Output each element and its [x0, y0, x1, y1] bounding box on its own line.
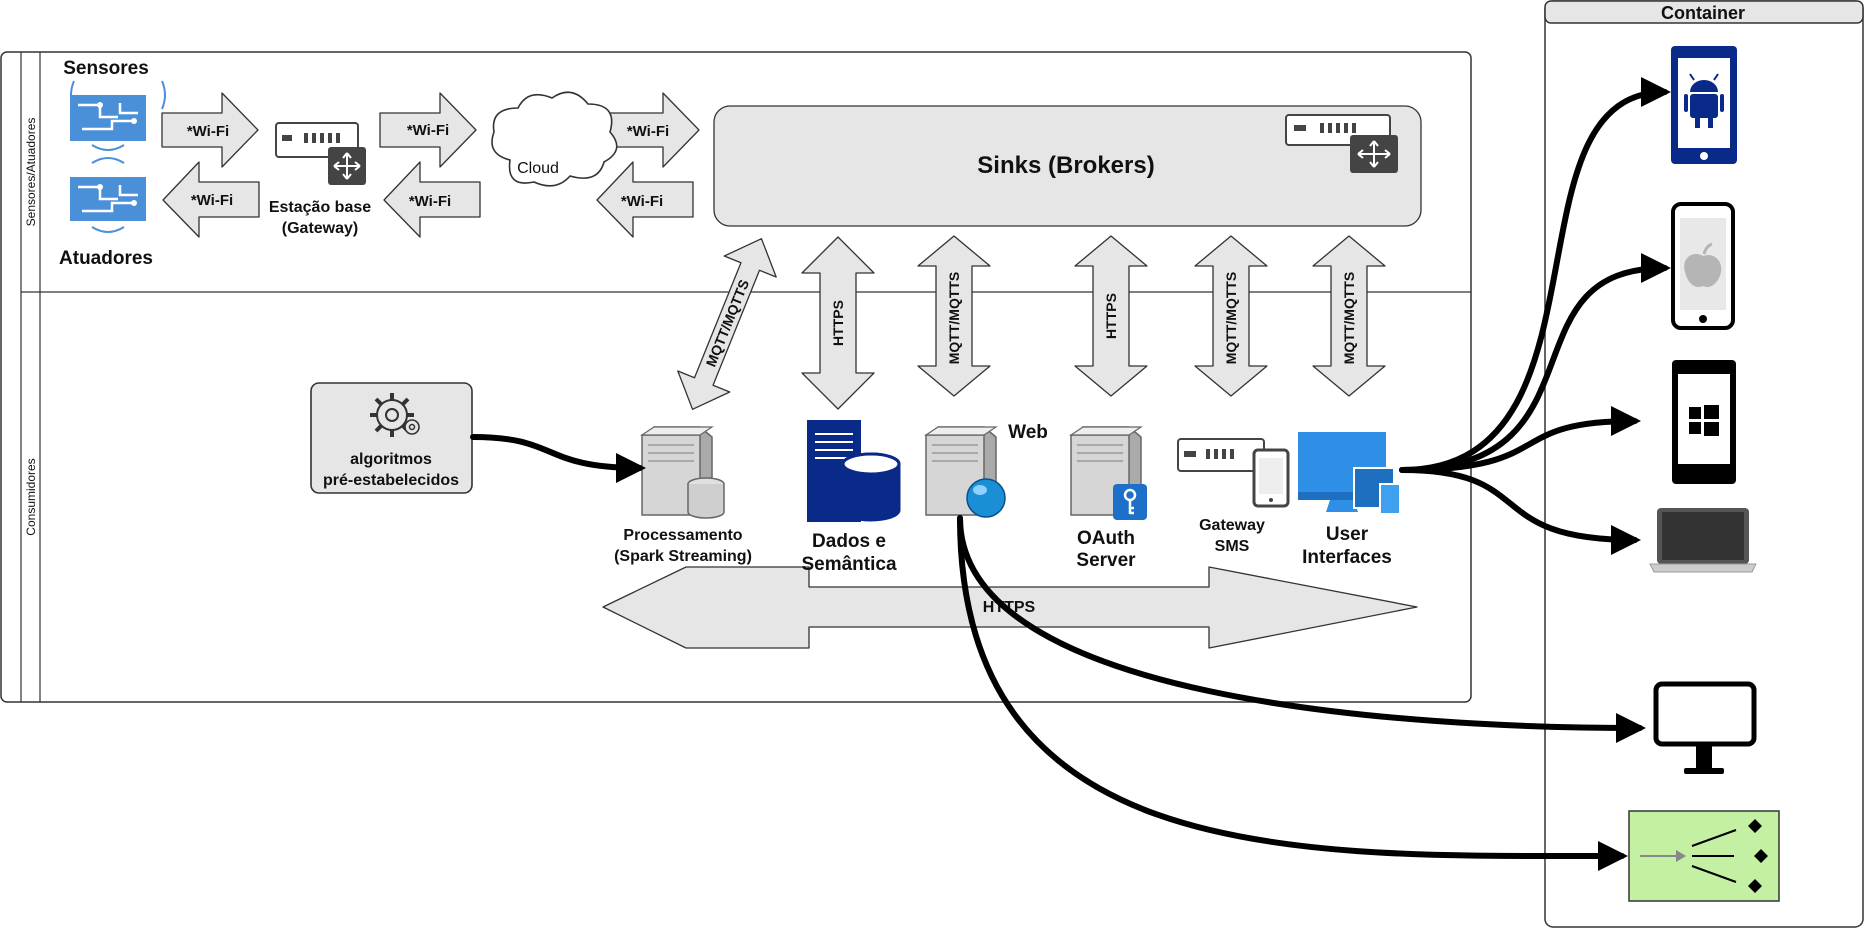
wifi-arrow	[383, 161, 481, 238]
https-double-arrow	[1074, 235, 1148, 397]
wifi-label: *Wi-Fi	[187, 123, 229, 140]
router-icon	[275, 122, 366, 185]
wifi-label: *Wi-Fi	[621, 193, 663, 210]
sinks-label: Sinks (Brokers)	[977, 152, 1154, 179]
container-title: Container	[1661, 3, 1745, 23]
gear-icon	[370, 393, 420, 437]
globe-icon	[966, 478, 1006, 518]
connector-algorithms-processing	[470, 434, 646, 483]
router-icon	[1285, 114, 1398, 173]
lane-label-bottom: Consumidores	[24, 458, 38, 535]
cloud-icon	[491, 91, 618, 187]
sinks-panel	[713, 105, 1422, 227]
android-phone-icon	[1671, 46, 1737, 164]
data-label-line2: Semântica	[801, 554, 896, 575]
circuit-board-icon	[70, 157, 146, 233]
web-label: Web	[1008, 422, 1048, 443]
sms-label-line2: SMS	[1215, 538, 1250, 555]
windows-phone-icon	[1672, 360, 1736, 484]
key-icon	[1113, 484, 1147, 520]
https-label: HTTPS	[1103, 293, 1119, 339]
connector-web-workflow	[957, 515, 1628, 872]
algorithms-label-line2: pré-estabelecidos	[323, 472, 459, 489]
sms-label-line1: Gateway	[1199, 517, 1265, 534]
data-label-line1: Dados e	[812, 531, 886, 552]
wifi-arrow	[379, 92, 477, 168]
connector-ui-android	[1399, 77, 1671, 473]
connector-ui-apple	[1399, 253, 1671, 473]
wifi-arrow	[162, 161, 260, 238]
mqtt-double-arrow	[1312, 235, 1386, 397]
https-double-arrow	[801, 236, 875, 410]
ui-label-line2: Interfaces	[1302, 547, 1392, 568]
circuit-board-icon	[70, 80, 166, 151]
mqtt-double-arrow	[917, 235, 991, 397]
monitor-icon	[1653, 681, 1757, 774]
mqtt-label: MQTT/MQTTS	[1223, 272, 1239, 365]
gateway-label-line2: (Gateway)	[282, 220, 358, 237]
wifi-label: *Wi-Fi	[627, 123, 669, 140]
mqtt-double-arrow	[1194, 235, 1268, 397]
connector-web-monitor	[957, 515, 1646, 743]
database-icon	[687, 477, 725, 519]
sensors-label: Sensores	[63, 58, 149, 79]
connector-ui-windows	[1399, 406, 1641, 473]
processing-label-line2: (Spark Streaming)	[614, 548, 752, 565]
gateway-label-line1: Estação base	[269, 199, 371, 216]
workflow-icon	[1628, 810, 1780, 902]
actuators-label: Atuadores	[59, 248, 153, 269]
container-panel	[1544, 0, 1864, 928]
wifi-label: *Wi-Fi	[407, 122, 449, 139]
database-icon	[807, 420, 901, 522]
mqtt-label: MQTT/MQTTS	[1341, 272, 1357, 365]
ui-label-line1: User	[1326, 524, 1369, 545]
https-label: HTTPS	[830, 300, 846, 346]
laptop-icon	[1649, 508, 1757, 573]
oauth-label-line2: Server	[1076, 550, 1136, 571]
connector-ui-laptop	[1399, 467, 1641, 555]
mqtt-label: MQTT/MQTTS	[946, 272, 962, 365]
mqtt-label: MQTT/MQTTS	[703, 277, 753, 369]
wifi-label: *Wi-Fi	[409, 193, 451, 210]
wifi-arrow	[596, 161, 694, 238]
https-horizontal-arrow	[602, 566, 1418, 649]
apple-phone-icon	[1671, 202, 1735, 330]
mqtt-double-arrow	[677, 238, 777, 410]
devices-icon	[1298, 432, 1401, 515]
processing-label-line1: Processamento	[623, 527, 742, 544]
algorithms-label-line1: algoritmos	[350, 451, 432, 468]
phone-icon	[1252, 448, 1290, 508]
wifi-label: *Wi-Fi	[191, 192, 233, 209]
lane-label-top: Sensores/Atuadores	[24, 118, 38, 227]
router-icon	[1177, 438, 1265, 472]
wifi-arrow	[161, 92, 259, 168]
cloud-label: Cloud	[517, 160, 559, 177]
oauth-label-line1: OAuth	[1077, 528, 1135, 549]
